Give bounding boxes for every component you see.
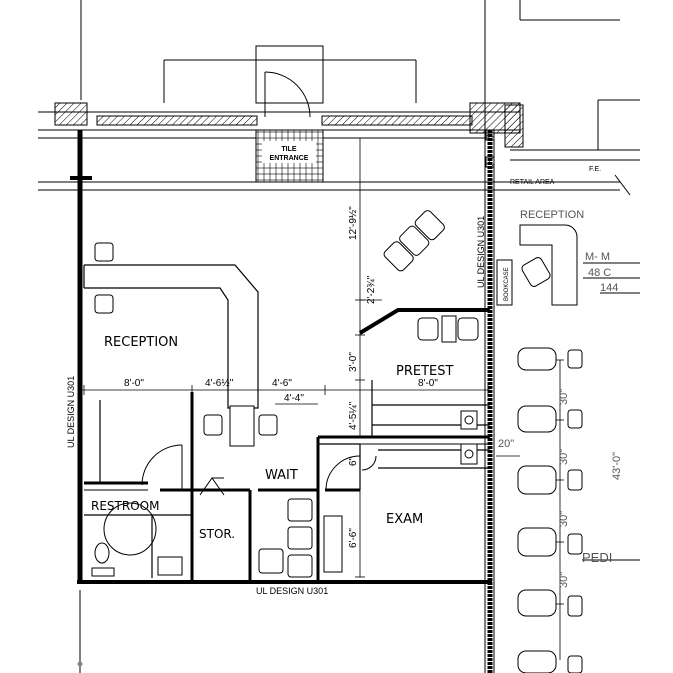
adj-reception: RECEPTION (520, 209, 584, 221)
main-walls (70, 0, 495, 673)
dim-6-small: 6" (348, 456, 359, 466)
adj-48c: 48 C (588, 267, 611, 279)
room-reception: RECEPTION (104, 335, 178, 350)
adj-dim-20: 20" (498, 438, 514, 450)
adj-dim-43: 43'-0" (611, 452, 623, 480)
room-exam: EXAM (386, 512, 423, 527)
dim-3-0: 3'-0" (348, 352, 359, 372)
dim-8-0-right: 8'-0" (418, 378, 438, 389)
wall-label-right: UL DESIGN U301 (476, 216, 486, 288)
adjacent-dimension-lines (496, 359, 564, 660)
adj-dim-30-2: 30" (558, 449, 570, 465)
wall-label-left: UL DESIGN U301 (66, 376, 76, 448)
hatched-wall-segments (54, 102, 524, 148)
doors (103, 444, 377, 556)
adjacent-pedicure-chairs (517, 347, 583, 673)
adj-fe: F.E. (589, 166, 601, 173)
room-stor: STOR. (199, 527, 235, 541)
dim-6-6: 6'-6" (348, 528, 359, 548)
adj-dim-30-1: 30" (558, 389, 570, 405)
adj-retail-area: RETAIL AREA (510, 179, 555, 186)
adj-dim-30-3: 30" (558, 511, 570, 527)
adj-bookcase: BOOKCASE (504, 267, 510, 301)
adj-144: 144 (600, 282, 618, 294)
room-restroom: RESTROOM (91, 499, 159, 513)
room-pretest: PRETEST (396, 364, 453, 379)
room-wait: WAIT (265, 468, 298, 483)
dim-4-5-q: 4'-5¼" (347, 401, 359, 430)
dim-2-2-3q: 2'-2¾" (366, 275, 377, 304)
dim-4-4: 4'-4" (284, 393, 304, 404)
adj-pedi: PEDI (582, 550, 612, 565)
adj-dim-30-4: 30" (558, 572, 570, 588)
dimension-lines (80, 137, 490, 578)
adj-m-m: M- M (585, 251, 610, 263)
dim-12-9-half: 12'-9½" (348, 206, 359, 240)
interior-walls (83, 264, 490, 582)
adjacent-suite (496, 174, 640, 561)
tile-entrance-label-box (262, 141, 316, 163)
dim-8-0-left: 8'-0" (124, 378, 144, 389)
dim-4-6-half: 4'-6½" (205, 378, 234, 389)
wall-label-bottom: UL DESIGN U301 (256, 586, 328, 596)
entrance-label-line2: ENTRANCE (270, 155, 309, 162)
entrance-label-line1: TILE (281, 146, 296, 153)
furniture (91, 210, 479, 578)
dim-4-6: 4'-6" (272, 378, 292, 389)
